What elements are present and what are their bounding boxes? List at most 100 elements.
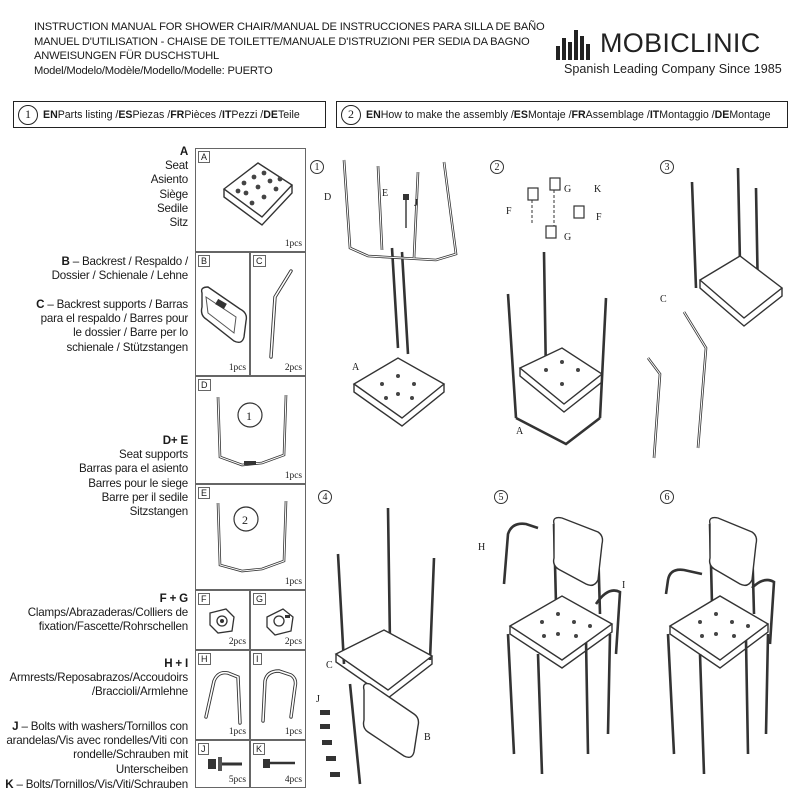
mobiclinic-logo: MOBICLINIC Spanish Leading Company Since… bbox=[556, 28, 782, 84]
label-backrest: B – Backrest / Respaldo / Dossier / Schi… bbox=[51, 255, 189, 283]
label-line: le dossier / Barre per lo bbox=[73, 326, 188, 340]
lang-es: ES bbox=[118, 108, 133, 121]
logo-name: MOBICLINIC bbox=[600, 28, 761, 58]
label-title: F + G bbox=[159, 592, 189, 605]
svg-text:1: 1 bbox=[246, 409, 252, 423]
label-line: Siège bbox=[159, 187, 188, 201]
part-tag: H bbox=[198, 653, 211, 665]
label-armrests: H + I Armrests/Reposabrazos/Accoudoirs /… bbox=[9, 657, 188, 700]
step-label: G bbox=[564, 232, 572, 243]
part-quantity: 1pcs bbox=[284, 239, 302, 249]
part-tag: E bbox=[198, 487, 211, 499]
label-title: A bbox=[179, 145, 188, 158]
part-tag: C bbox=[253, 255, 266, 267]
clamp-g-icon bbox=[266, 608, 294, 636]
lang-it: IT bbox=[649, 108, 660, 121]
step-label: I bbox=[622, 580, 626, 591]
label-line: para el respaldo / Barres pour bbox=[40, 312, 189, 326]
step-number: 6 bbox=[660, 490, 674, 504]
label-line: Dossier / Schienale / Lehne bbox=[51, 269, 189, 283]
label-line: /Braccioli/Armlehne bbox=[91, 685, 188, 699]
step-4-illustration bbox=[320, 507, 436, 785]
part-tag: D bbox=[198, 379, 211, 391]
part-tag: I bbox=[253, 653, 262, 665]
bolt-icon bbox=[263, 759, 295, 768]
clamp-f-icon bbox=[209, 608, 235, 634]
part-tag: F bbox=[198, 593, 210, 605]
step-3-illustration bbox=[646, 167, 784, 459]
section-text: Teile bbox=[277, 108, 300, 121]
label-seat-supports: D+ E Seat supports Barras para el asient… bbox=[79, 434, 188, 519]
label-line: Barres pour le siege bbox=[88, 476, 188, 490]
assembly-step-3: 3 C bbox=[640, 148, 790, 468]
step-label: E bbox=[382, 188, 389, 199]
lang-de: DE bbox=[714, 108, 730, 121]
step-number: 1 bbox=[310, 160, 324, 174]
label-line: arandelas/Vis avec rondelles/Viti con bbox=[6, 734, 188, 748]
label-line: – Bolts with washers/Tornillos con bbox=[21, 720, 188, 733]
section-number: 1 bbox=[18, 104, 38, 125]
label-seat: A Seat Asiento Siège Sedile Sitz bbox=[151, 145, 188, 230]
part-quantity: 2pcs bbox=[228, 637, 246, 647]
step-number: 5 bbox=[494, 490, 508, 504]
backrest-icon bbox=[200, 286, 248, 344]
step-label: F bbox=[506, 206, 512, 217]
part-cell-backrest-supports: C 2pcs bbox=[250, 252, 306, 376]
label-backrest-supports: C – Backrest supports / Barras para el r… bbox=[36, 298, 188, 355]
step-label: K bbox=[594, 184, 602, 195]
part-quantity: 2pcs bbox=[284, 637, 302, 647]
header-line-1: INSTRUCTION MANUAL FOR SHOWER CHAIR/MANU… bbox=[34, 21, 545, 33]
section-text: Montaggio / bbox=[659, 108, 715, 121]
lang-fr: FR bbox=[571, 108, 586, 121]
part-cell-clamp-g: G 2pcs bbox=[250, 590, 306, 650]
part-cell-backrest: B 1pcs bbox=[195, 252, 250, 376]
lang-it: IT bbox=[222, 108, 232, 121]
label-line: fixation/Fascette/Rohrschellen bbox=[38, 620, 189, 634]
label-line: schienale / Stützstangen bbox=[66, 340, 188, 354]
assembly-step-2: 2 G K F F G A bbox=[486, 148, 636, 468]
label-bolts: K – Bolts/Tornillos/Vis/Viti/Schrauben bbox=[5, 778, 188, 792]
label-title: K bbox=[5, 778, 14, 791]
step-5-illustration bbox=[502, 516, 622, 775]
part-tag: K bbox=[253, 743, 266, 755]
seat-support-d-icon: 1 bbox=[216, 394, 288, 467]
part-tag: J bbox=[198, 743, 209, 755]
part-quantity: 1pcs bbox=[284, 471, 302, 481]
part-cell-bolts-washers: J 5pcs bbox=[195, 740, 250, 788]
assembly-step-5: 5 H I bbox=[476, 484, 636, 794]
part-tag: B bbox=[198, 255, 211, 267]
lang-es: ES bbox=[513, 108, 528, 121]
section-number: 2 bbox=[341, 104, 361, 125]
label-line: – Backrest supports / Barras bbox=[47, 298, 188, 311]
step-6-illustration bbox=[664, 516, 776, 775]
seat-icon bbox=[222, 162, 294, 226]
section-text: Parts listing / bbox=[57, 108, 119, 121]
header-line-3: ANWEISUNGEN FÜR DUSCHSTUHL bbox=[34, 50, 219, 63]
part-quantity: 1pcs bbox=[284, 577, 302, 587]
logo-tagline: Spanish Leading Company Since 1985 bbox=[564, 62, 782, 76]
part-cell-armrest-i: I 1pcs bbox=[250, 650, 306, 740]
svg-text:2: 2 bbox=[242, 513, 248, 527]
step-label: J bbox=[414, 198, 418, 209]
step-label: C bbox=[326, 660, 333, 671]
part-tag: G bbox=[253, 593, 267, 605]
label-title: C bbox=[36, 298, 45, 311]
bolt-washer-icon bbox=[208, 757, 242, 771]
section-text: Montage bbox=[729, 108, 771, 121]
step-label: D bbox=[324, 192, 332, 203]
seat-support-e-icon: 2 bbox=[216, 500, 288, 573]
step-label: J bbox=[316, 694, 320, 705]
lang-de: DE bbox=[263, 108, 278, 121]
label-line: Sedile bbox=[156, 201, 188, 215]
part-quantity: 1pcs bbox=[228, 727, 246, 737]
header-line-4: Model/Modelo/Modèle/Modello/Modelle: PUE… bbox=[34, 64, 273, 77]
section-text: Montaje / bbox=[527, 108, 572, 121]
part-cell-armrest-h: H 1pcs bbox=[195, 650, 250, 740]
lang-en: EN bbox=[366, 108, 381, 121]
step-label: A bbox=[516, 426, 524, 437]
section-text: Pièces / bbox=[184, 108, 222, 121]
label-title: B bbox=[61, 255, 70, 268]
manual-header: INSTRUCTION MANUAL FOR SHOWER CHAIR/MANU… bbox=[34, 20, 545, 78]
section-text: Assemblage / bbox=[585, 108, 650, 121]
part-quantity: 1pcs bbox=[228, 363, 246, 373]
